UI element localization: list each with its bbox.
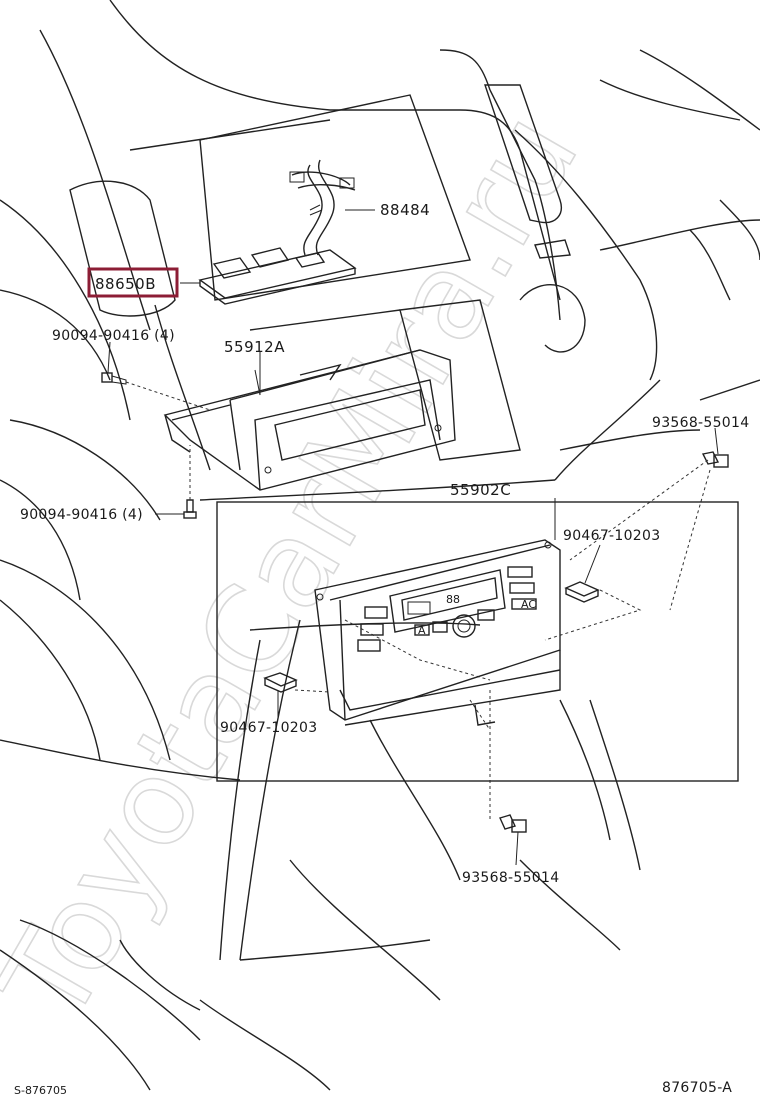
label-93568-right: 93568-55014: [652, 415, 749, 431]
dashed-guides: [125, 381, 711, 820]
label-90094-top: 90094-90416 (4): [52, 328, 175, 344]
footer-left-code: S-876705: [14, 1084, 67, 1097]
screw-left-mid: [183, 499, 197, 519]
assembly-box-55902c: [216, 501, 739, 782]
frame-55912a: [163, 349, 456, 491]
screw-right-top: [701, 451, 729, 468]
screw-bottom: [499, 814, 527, 833]
btn-ac-glyph: AC: [521, 598, 536, 611]
dashboard-outline: [0, 0, 760, 1091]
ribbon-cable-88484: [289, 159, 375, 256]
climate-control-panel: 88 A AC: [314, 539, 561, 726]
watermark-text: ToyotaCarMira.ru: [0, 91, 606, 1046]
screw-left-top: [101, 372, 127, 385]
display-readout: 88: [446, 593, 460, 606]
label-90094-mid: 90094-90416 (4): [20, 507, 143, 523]
footer-right-code: 876705-A: [662, 1080, 732, 1096]
leader-lines: [107, 341, 719, 866]
label-93568-bottom: 93568-55014: [462, 870, 559, 886]
circuit-board-88650b: [180, 247, 357, 305]
clip-right: [564, 581, 600, 603]
label-88650b: 88650B: [95, 275, 156, 293]
btn-a-glyph: A: [418, 624, 426, 637]
label-55902c: 55902C: [450, 481, 511, 499]
label-88484: 88484: [380, 201, 430, 219]
highlight-box: [87, 267, 179, 298]
label-90467-left: 90467-10203: [220, 720, 317, 736]
label-55912a: 55912A: [224, 338, 285, 356]
clip-left: [263, 672, 298, 693]
label-90467-right: 90467-10203: [563, 528, 660, 544]
